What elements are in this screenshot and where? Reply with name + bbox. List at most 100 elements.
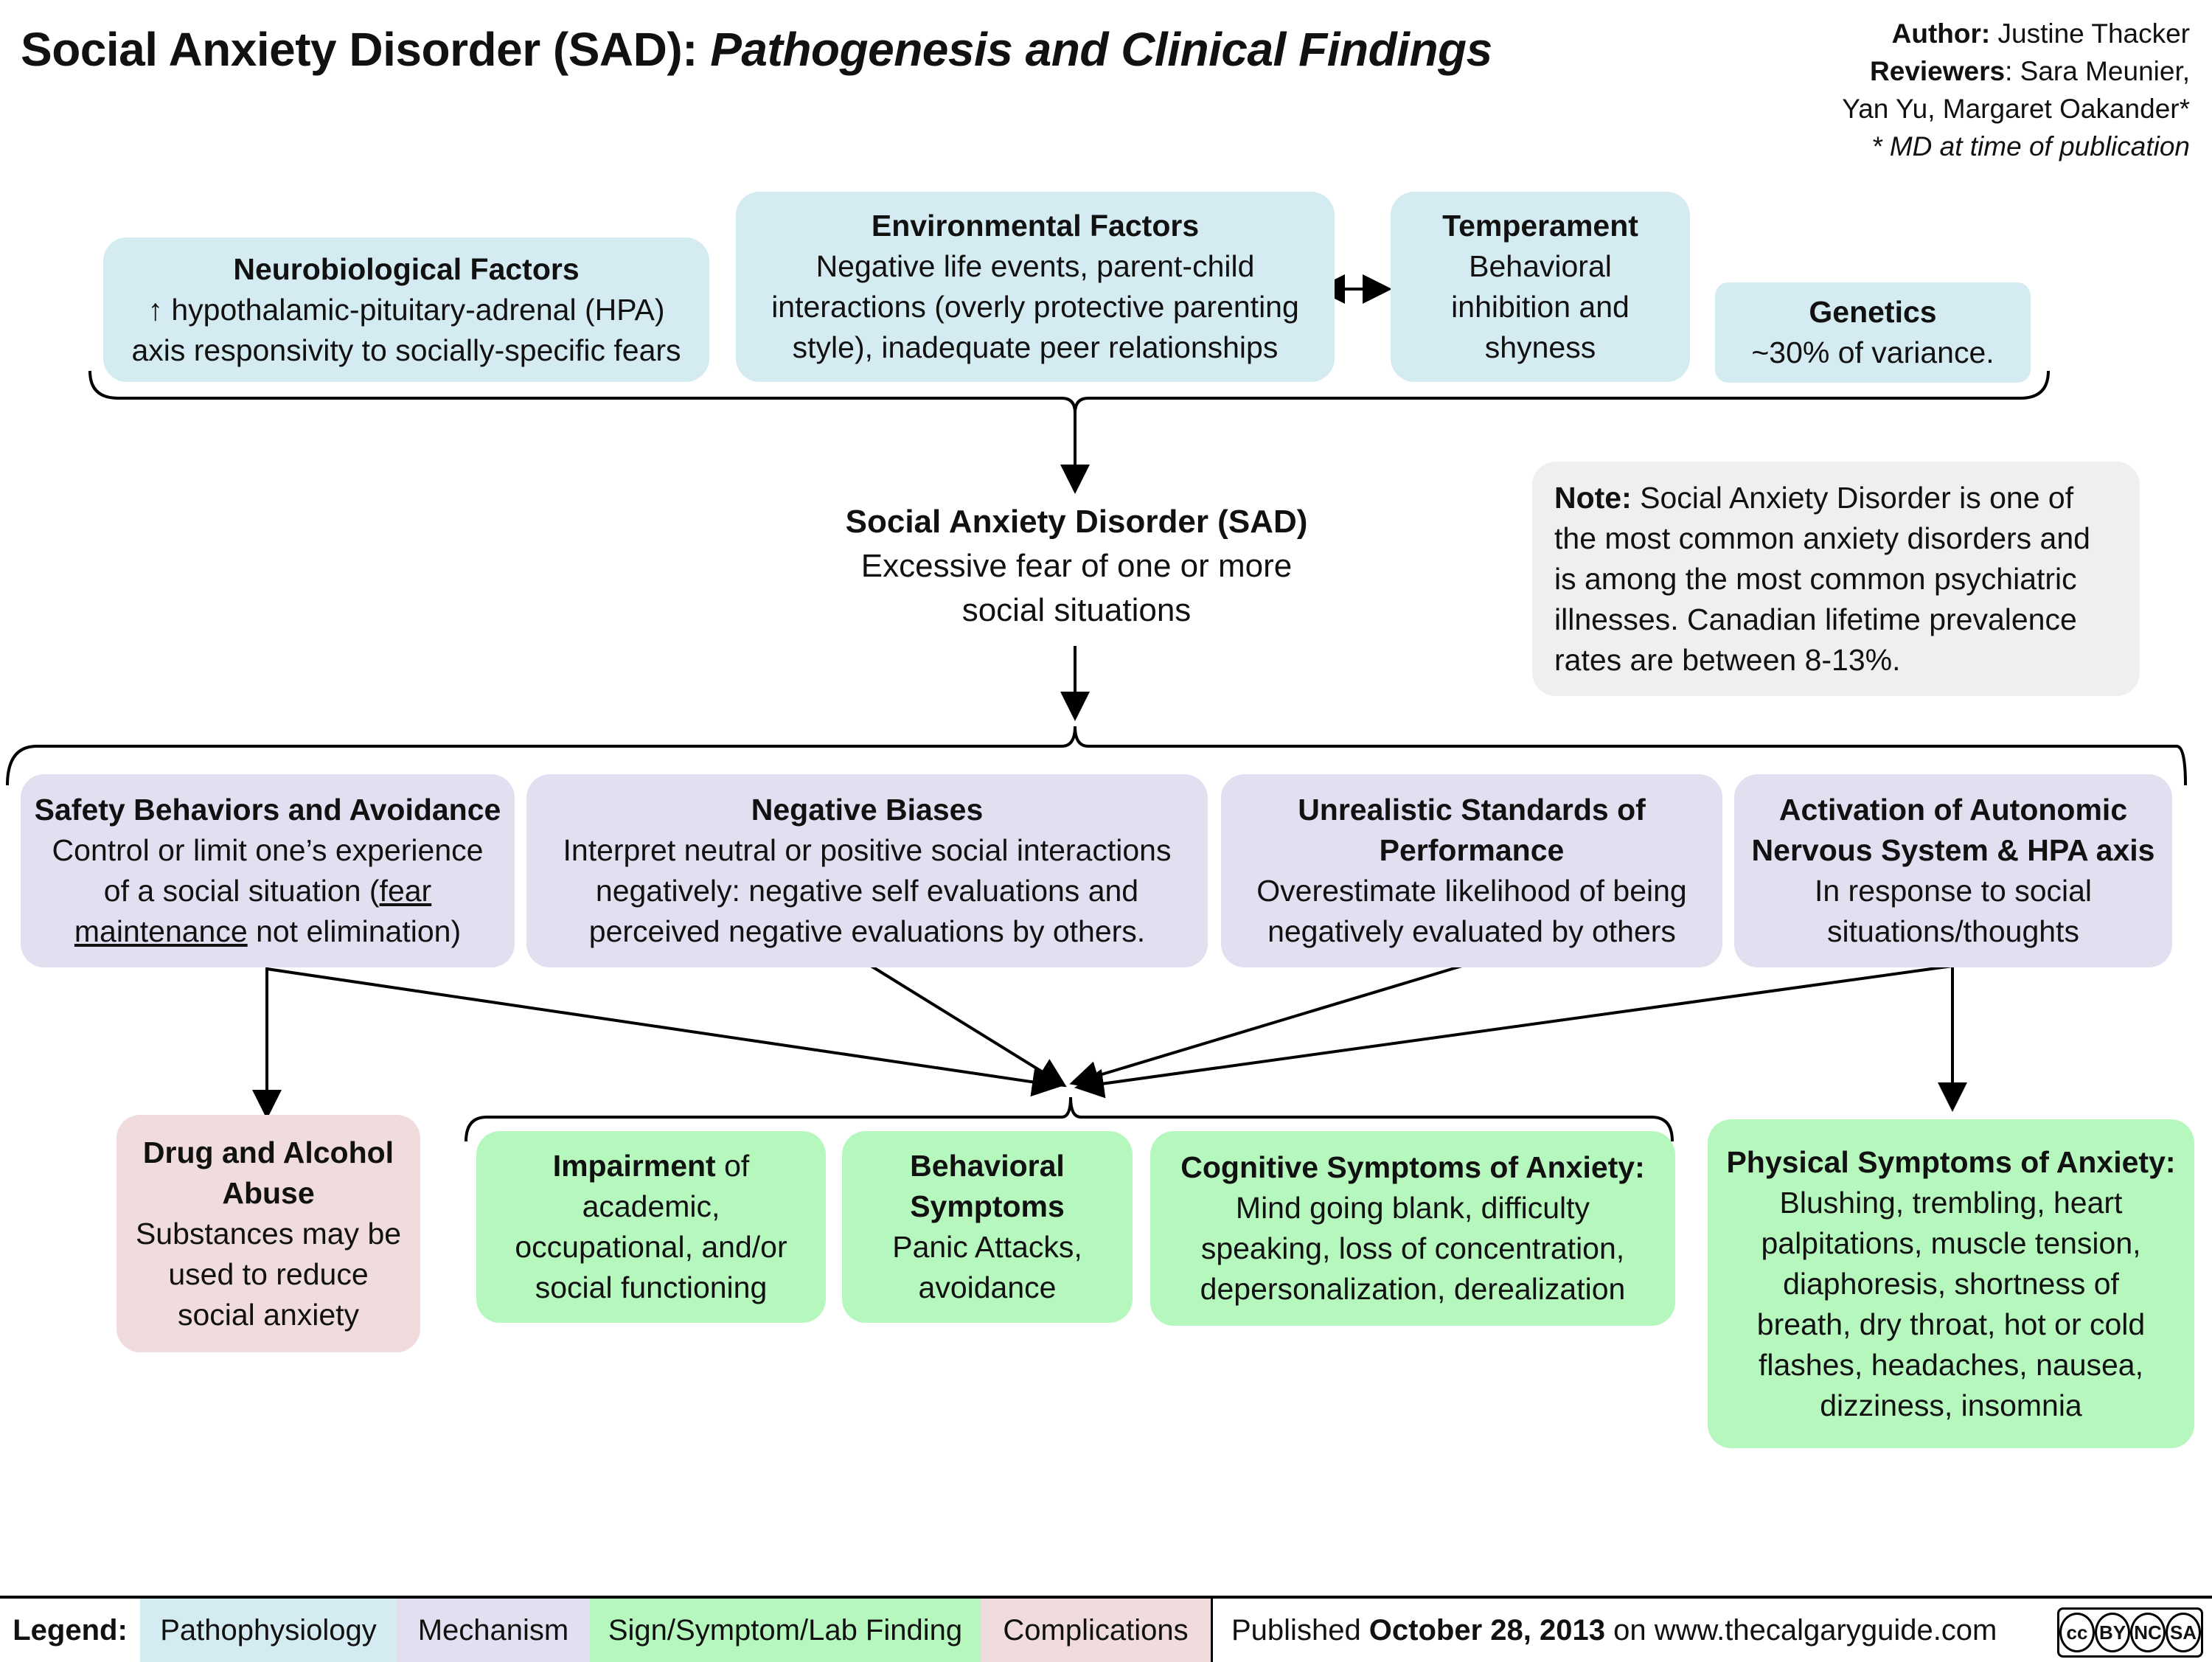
- behavioral-line: avoidance: [918, 1270, 1057, 1304]
- by-icon: BY: [2095, 1613, 2130, 1652]
- legend-complications: Complications: [981, 1599, 1213, 1662]
- creative-commons-license-icon: cc BY NC SA: [2057, 1607, 2203, 1658]
- behavioral-title: Symptoms: [910, 1189, 1065, 1223]
- arrow-safety-to-symptoms: [266, 967, 1062, 1097]
- standards-line: negatively evaluated by others: [1267, 914, 1676, 948]
- behavioral-title: Behavioral: [910, 1149, 1065, 1183]
- neurobiological-line: ↑ hypothalamic-pituitary-adrenal (HPA): [147, 292, 665, 327]
- temperament-line: shyness: [1484, 330, 1596, 364]
- physical-symptoms-box: Physical Symptoms of Anxiety: Blushing, …: [1708, 1119, 2194, 1448]
- unrealistic-standards-box: Unrealistic Standards of Performance Ove…: [1221, 774, 1722, 967]
- nc-icon: NC: [2130, 1613, 2166, 1652]
- legend-label: Legend:: [13, 1613, 128, 1647]
- neurobiological-factors-box: Neurobiological Factors ↑ hypothalamic-p…: [103, 237, 709, 382]
- cognitive-line: Mind going blank, difficulty: [1235, 1191, 1590, 1225]
- author-block: Author: Justine Thacker Reviewers: Sara …: [1842, 15, 2190, 165]
- sa-icon: SA: [2166, 1613, 2201, 1652]
- sad-title: Social Anxiety Disorder (SAD): [845, 504, 1308, 540]
- sad-node: Social Anxiety Disorder (SAD) Excessive …: [796, 500, 1357, 633]
- standards-title: Unrealistic Standards of: [1298, 793, 1646, 827]
- physical-line: palpitations, muscle tension,: [1761, 1225, 2141, 1260]
- temperament-box: Temperament Behavioral inhibition and sh…: [1391, 192, 1690, 382]
- arrow-autonomic-to-symptoms: [1074, 964, 1953, 1099]
- legend-pathophysiology: Pathophysiology: [140, 1599, 397, 1662]
- autonomic-title: Activation of Autonomic: [1778, 793, 2128, 827]
- impairment-line: academic,: [582, 1189, 720, 1223]
- title-main: Social Anxiety Disorder (SAD):: [21, 23, 698, 76]
- cognitive-title: Cognitive Symptoms of Anxiety:: [1180, 1150, 1645, 1184]
- reviewers-line: Reviewers: Sara Meunier,: [1870, 56, 2190, 86]
- note-line: illnesses. Canadian lifetime prevalence: [1554, 602, 2077, 636]
- autonomic-line: In response to social: [1814, 874, 2093, 908]
- physical-line: dizziness, insomnia: [1820, 1388, 2082, 1422]
- note-box: Note: Social Anxiety Disorder is one of …: [1532, 462, 2140, 696]
- environmental-line: interactions (overly protective parentin…: [771, 290, 1299, 324]
- cognitive-line: speaking, loss of concentration,: [1200, 1231, 1625, 1265]
- impairment-title: Impairment of: [552, 1149, 750, 1183]
- biases-line: perceived negative evaluations by others…: [588, 914, 1146, 948]
- behavioral-line: Panic Attacks,: [892, 1230, 1082, 1264]
- standards-title: Performance: [1379, 833, 1565, 867]
- author-line: Author: Justine Thacker: [1891, 18, 2190, 49]
- behavioral-symptoms-box: Behavioral Symptoms Panic Attacks, avoid…: [842, 1131, 1133, 1323]
- sad-line: Excessive fear of one or more: [860, 548, 1293, 584]
- impairment-line: social functioning: [535, 1270, 768, 1304]
- legend-mechanism: Mechanism: [397, 1599, 590, 1662]
- drug-line: social anxiety: [177, 1297, 360, 1332]
- drug-alcohol-abuse-box: Drug and Alcohol Abuse Substances may be…: [116, 1115, 420, 1352]
- physical-line: Blushing, trembling, heart: [1779, 1185, 2123, 1220]
- note-line: rates are between 8-13%.: [1554, 642, 1901, 677]
- safety-title: Safety Behaviors and Avoidance: [34, 793, 501, 827]
- arrow-standards-to-symptoms: [1069, 962, 1472, 1090]
- impairment-line: occupational, and/or: [515, 1230, 787, 1264]
- physical-line: breath, dry throat, hot or cold: [1756, 1307, 2146, 1341]
- biases-line: negatively: negative self evaluations an…: [595, 874, 1139, 908]
- drug-title: Abuse: [222, 1175, 315, 1210]
- note-line: the most common anxiety disorders and: [1554, 521, 2090, 555]
- symptoms-bracket: [465, 1096, 1674, 1142]
- standards-line: Overestimate likelihood of being: [1256, 874, 1687, 908]
- neurobiological-title: Neurobiological Factors: [233, 251, 580, 286]
- temperament-line: inhibition and: [1451, 290, 1630, 324]
- negative-biases-box: Negative Biases Interpret neutral or pos…: [526, 774, 1208, 967]
- neurobiological-line: axis responsivity to socially-specific f…: [131, 333, 681, 367]
- genetics-line: ~30% of variance.: [1751, 335, 1994, 369]
- environmental-factors-box: Environmental Factors Negative life even…: [736, 192, 1335, 382]
- environmental-line: Negative life events, parent-child: [815, 249, 1255, 283]
- md-note: * MD at time of publication: [1871, 131, 2190, 161]
- physical-line: diaphoresis, shortness of: [1783, 1266, 2119, 1301]
- reviewers-line-2: Yan Yu, Margaret Oakander*: [1842, 94, 2190, 124]
- safety-behaviors-box: Safety Behaviors and Avoidance Control o…: [21, 774, 515, 967]
- temperament-line: Behavioral: [1469, 249, 1612, 283]
- note-line: is among the most common psychiatric: [1554, 561, 2077, 596]
- biases-line: Interpret neutral or positive social int…: [563, 833, 1172, 867]
- environmental-title: Environmental Factors: [871, 209, 1200, 243]
- genetics-title: Genetics: [1809, 295, 1937, 329]
- genetics-box: Genetics ~30% of variance.: [1715, 282, 2031, 383]
- physical-line: flashes, headaches, nausea,: [1759, 1347, 2143, 1382]
- temperament-title: Temperament: [1442, 209, 1638, 243]
- note-line: Note: Social Anxiety Disorder is one of: [1554, 480, 2074, 515]
- safety-line: Control or limit one’s experience: [52, 833, 484, 867]
- autonomic-title: Nervous System & HPA axis: [1751, 833, 2155, 867]
- impairment-box: Impairment of academic, occupational, an…: [476, 1131, 826, 1323]
- published-line: Published October 28, 2013 on www.thecal…: [1231, 1613, 1997, 1647]
- drug-title: Drug and Alcohol: [142, 1135, 394, 1169]
- mechanisms-bracket: [6, 726, 2187, 786]
- cognitive-symptoms-box: Cognitive Symptoms of Anxiety: Mind goin…: [1150, 1131, 1675, 1326]
- autonomic-activation-box: Activation of Autonomic Nervous System &…: [1734, 774, 2172, 967]
- safety-line: of a social situation (fear: [103, 874, 432, 908]
- cognitive-line: depersonalization, derealization: [1200, 1272, 1626, 1306]
- sad-line: social situations: [961, 592, 1192, 628]
- page-title: Social Anxiety Disorder (SAD): Pathogene…: [21, 22, 1492, 77]
- cc-icon: cc: [2059, 1613, 2095, 1652]
- autonomic-line: situations/thoughts: [1827, 914, 2079, 948]
- title-sub: Pathogenesis and Clinical Findings: [710, 23, 1492, 76]
- biases-title: Negative Biases: [751, 793, 984, 827]
- physical-title: Physical Symptoms of Anxiety:: [1726, 1144, 2176, 1179]
- arrow-biases-to-symptoms: [867, 963, 1067, 1088]
- legend-sign-symptom: Sign/Symptom/Lab Finding: [590, 1599, 981, 1662]
- safety-line: maintenance not elimination): [74, 914, 462, 948]
- legend-bar: Legend: Pathophysiology Mechanism Sign/S…: [0, 1596, 2212, 1662]
